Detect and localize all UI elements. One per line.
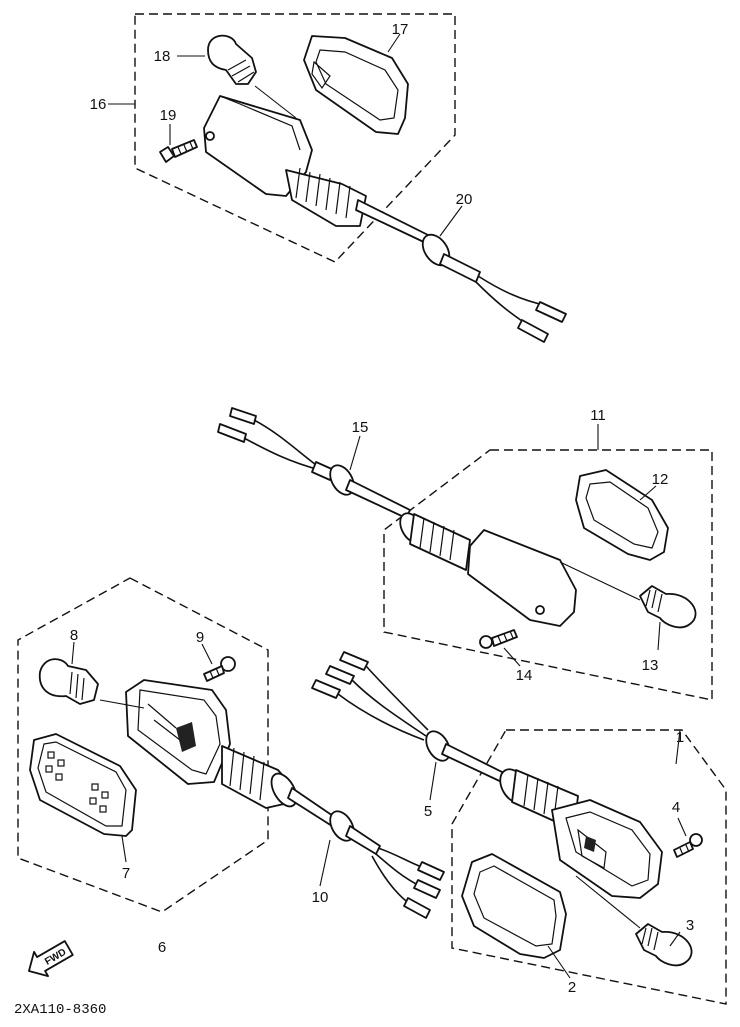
housing-16 bbox=[203, 95, 313, 197]
wires-6 bbox=[371, 847, 445, 919]
stalk-16 bbox=[285, 167, 431, 245]
callout-11: 11 bbox=[590, 407, 606, 424]
screw-9 bbox=[203, 656, 236, 682]
assembly-6-bottom-left bbox=[17, 577, 445, 919]
grommet-15 bbox=[311, 461, 411, 519]
assembly-1-boundary bbox=[451, 729, 727, 1005]
housing-11 bbox=[467, 529, 577, 627]
housing-6 bbox=[125, 679, 231, 785]
screw-4 bbox=[673, 833, 703, 858]
screw-14 bbox=[479, 629, 518, 649]
lens-7 bbox=[29, 733, 137, 837]
wires-16 bbox=[475, 275, 567, 343]
callout-18: 18 bbox=[154, 48, 171, 65]
wires-11 bbox=[217, 407, 321, 471]
lens-17 bbox=[303, 35, 409, 135]
stalk-6 bbox=[221, 745, 337, 827]
callout-16: 16 bbox=[90, 96, 107, 113]
callout-13: 13 bbox=[642, 657, 659, 674]
callout-3: 3 bbox=[686, 917, 694, 934]
forward-arrow: FWD bbox=[28, 940, 74, 978]
drawing-code: 2XA110-8360 bbox=[14, 1002, 106, 1018]
assembly-16-boundary bbox=[134, 13, 456, 263]
callout-2: 2 bbox=[568, 979, 576, 996]
callout-14: 14 bbox=[516, 667, 533, 684]
assembly-11-middle-right bbox=[217, 407, 713, 701]
bulb-13 bbox=[639, 585, 697, 629]
callout-5: 5 bbox=[424, 803, 432, 820]
callout-17: 17 bbox=[392, 21, 409, 38]
stalk-11 bbox=[399, 512, 471, 571]
callout-12: 12 bbox=[652, 471, 669, 488]
callout-6: 6 bbox=[158, 939, 166, 956]
grommet-20 bbox=[421, 233, 481, 283]
callout-4: 4 bbox=[672, 799, 680, 816]
callout-20: 20 bbox=[456, 191, 473, 208]
assembly-16-top-rear-left bbox=[108, 13, 567, 343]
screw-19 bbox=[159, 139, 198, 163]
lens-12 bbox=[575, 469, 669, 561]
grommet-5 bbox=[425, 730, 511, 785]
callout-10: 10 bbox=[312, 889, 329, 906]
lens-2 bbox=[461, 853, 567, 959]
bulb-3 bbox=[635, 923, 693, 967]
callout-9: 9 bbox=[196, 629, 204, 646]
grommet-10 bbox=[329, 810, 381, 855]
callout-7: 7 bbox=[122, 865, 130, 882]
bulb-18 bbox=[207, 34, 257, 85]
callout-1: 1 bbox=[676, 729, 684, 746]
housing-1 bbox=[551, 799, 663, 899]
wires-1 bbox=[311, 651, 429, 741]
callout-19: 19 bbox=[160, 107, 177, 124]
callout-8: 8 bbox=[70, 627, 78, 644]
callout-labels: 17 18 16 19 20 11 15 12 13 14 8 9 7 10 6… bbox=[70, 21, 694, 996]
assembly-1-bottom-right bbox=[311, 651, 727, 1005]
bulb-8 bbox=[38, 658, 99, 705]
assembly-6-boundary bbox=[17, 577, 269, 913]
callout-15: 15 bbox=[352, 419, 369, 436]
